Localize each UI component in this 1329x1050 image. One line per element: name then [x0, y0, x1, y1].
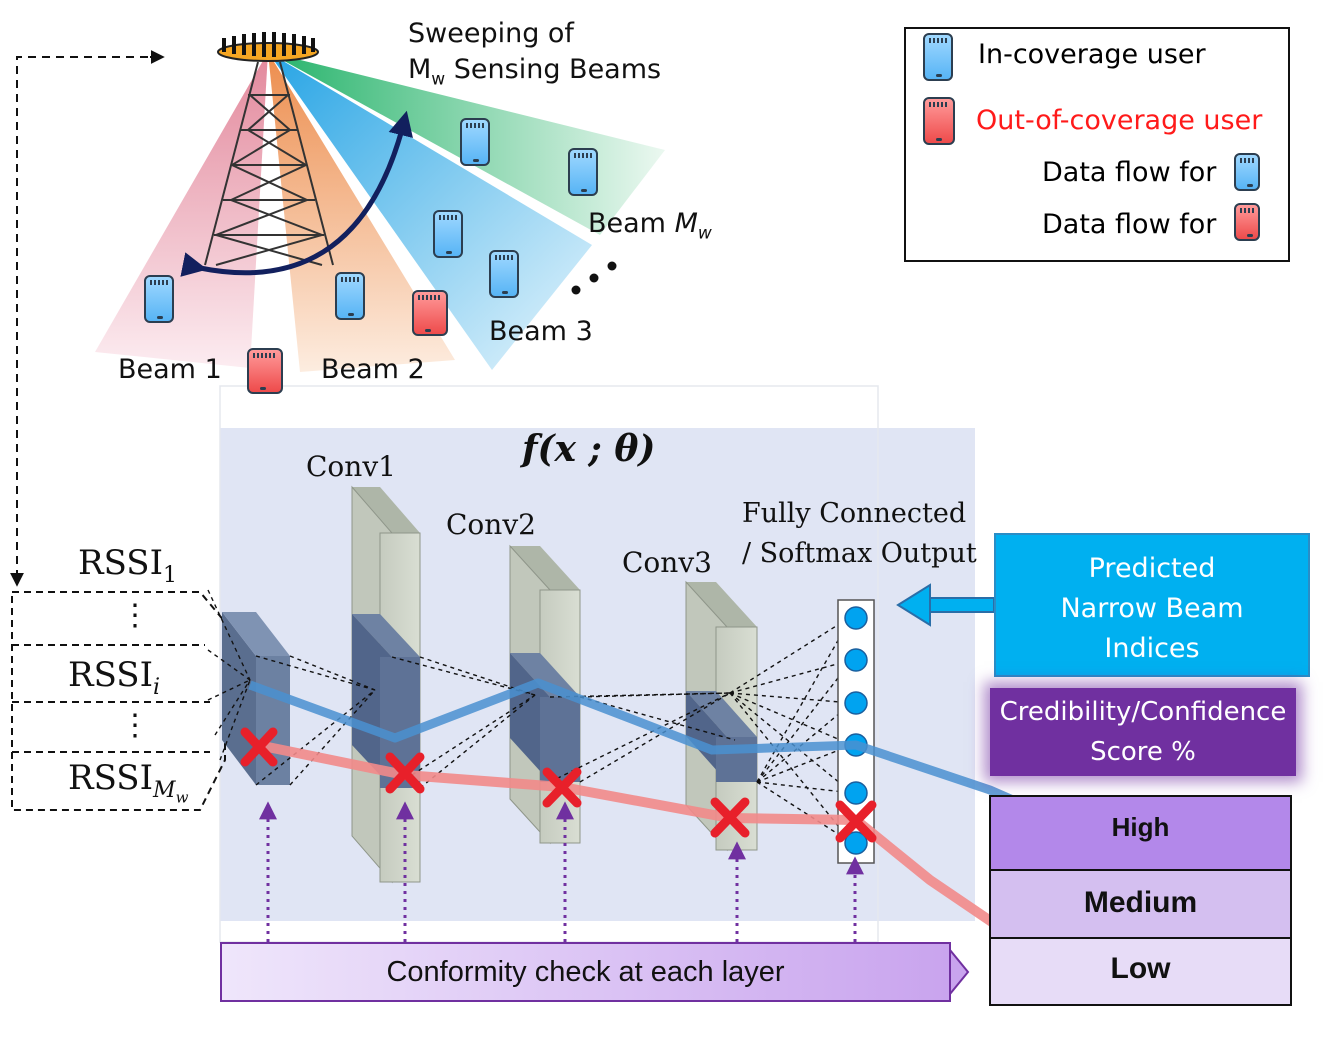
conformity-arrows: [259, 801, 864, 942]
rssi-dots-2: ⋮: [120, 708, 150, 743]
device-icon-red: [1234, 203, 1260, 241]
legend-in-coverage-text: In-coverage user: [978, 39, 1206, 70]
rssi-1-label: RSSI1: [78, 543, 178, 588]
cross-mark-conv2: [542, 767, 582, 808]
conformity-check-bar: Conformity check at each layer: [220, 942, 951, 1002]
sweep-title-line2: Mw Sensing Beams: [408, 54, 662, 90]
rssi-mw-label: RSSIMw: [68, 758, 189, 807]
device-icon-blue: [433, 210, 463, 258]
credibility-line2: Score %: [1090, 737, 1196, 767]
predicted-arrow: [896, 583, 995, 627]
device-icon-red: [247, 348, 283, 394]
conv1-label: Conv1: [306, 450, 396, 483]
device-icon-blue: [568, 148, 598, 196]
cross-mark-output: [835, 800, 877, 843]
beam-pink: [95, 52, 268, 368]
legend-out-coverage-text: Out-of-coverage user: [976, 105, 1263, 136]
credibility-line1: Credibility/Confidence: [999, 697, 1287, 727]
predicted-line2: Narrow Beam: [1060, 593, 1244, 624]
legend-data-flow-blue: Data flow for: [906, 153, 1288, 197]
predicted-indices-box: Predicted Narrow Beam Indices: [994, 533, 1310, 677]
device-icon-blue: [144, 275, 174, 323]
cross-mark-conv3: [710, 797, 750, 838]
legend-out-coverage: Out-of-coverage user: [906, 97, 1288, 145]
legend-data-flow-red-text: Data flow for: [1042, 209, 1217, 240]
beam-mw-label: Beam Mw: [588, 208, 712, 244]
legend-data-flow-blue-text: Data flow for: [1042, 157, 1217, 188]
beam-3-label: Beam 3: [489, 316, 593, 347]
fc-label-line1: Fully Connected: [742, 498, 967, 529]
conformity-arrowhead: [949, 942, 970, 1002]
feedback-arrow: [16, 56, 162, 582]
rssi-dots-1: ⋮: [120, 598, 150, 633]
function-label: f(x ; θ): [522, 428, 656, 470]
credibility-score-box: Credibility/Confidence Score %: [990, 688, 1296, 776]
beam-1-label: Beam 1: [118, 354, 222, 385]
antenna-array-icon: [217, 32, 319, 62]
predicted-line1: Predicted: [1088, 553, 1216, 584]
input-bracket: [11, 591, 226, 811]
layer-connections: [207, 589, 853, 844]
conv2-layer: [509, 544, 581, 845]
score-medium: Medium: [989, 869, 1292, 939]
sweep-title: Sweeping of Mw Sensing Beams: [408, 16, 661, 97]
beam-2-label: Beam 2: [321, 354, 425, 385]
rssi-i-label: RSSIi: [68, 655, 161, 700]
more-beams-dots: [571, 261, 617, 295]
conv1-layer: [351, 485, 421, 884]
cross-mark-conv1: [385, 752, 425, 794]
sweep-arrow: [180, 110, 413, 277]
conv3-label: Conv3: [622, 546, 712, 579]
conv2-label: Conv2: [446, 508, 536, 541]
device-icon-blue: [923, 33, 953, 81]
score-high: High: [989, 795, 1292, 871]
device-icon-blue: [489, 250, 519, 298]
conv3-layer: [685, 580, 758, 852]
legend-in-coverage: In-coverage user: [906, 33, 1288, 81]
cross-mark-input: [240, 727, 278, 767]
legend: In-coverage user Out-of-coverage user Da…: [904, 27, 1290, 262]
device-icon-blue: [335, 272, 365, 320]
predicted-line3: Indices: [1104, 633, 1200, 664]
device-icon-red: [923, 97, 955, 145]
sweep-title-line1: Sweeping of: [408, 18, 574, 49]
device-icon-blue: [1234, 153, 1260, 191]
cross-marks: [240, 727, 877, 843]
fc-label-line2: / Softmax Output: [742, 538, 977, 569]
blue-data-flow: [248, 678, 1072, 830]
device-icon-blue: [460, 118, 490, 166]
score-low: Low: [989, 937, 1292, 1006]
legend-data-flow-red: Data flow for: [906, 203, 1288, 247]
device-icon-red: [412, 290, 448, 336]
